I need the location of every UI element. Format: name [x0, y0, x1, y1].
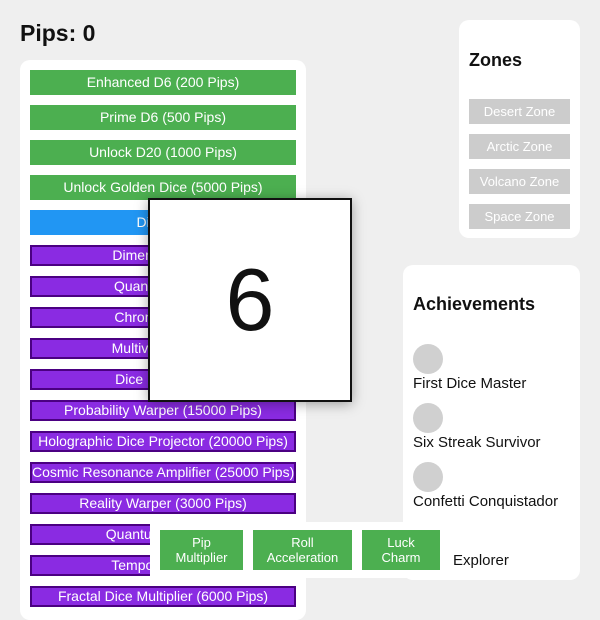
shop-item-holographic-projector[interactable]: Holographic Dice Projector (20000 Pips)	[30, 431, 296, 452]
zone-button-volcano[interactable]: Volcano Zone	[469, 169, 570, 194]
upgrade-luck-charm-button[interactable]: Luck Charm	[362, 530, 440, 570]
shop-item-cosmic-resonance[interactable]: Cosmic Resonance Amplifier (25000 Pips)	[30, 462, 296, 483]
shop-item-golden-dice[interactable]: Unlock Golden Dice (5000 Pips)	[30, 175, 296, 200]
upgrade-roll-acceleration-button[interactable]: Roll Acceleration	[253, 530, 352, 570]
shop-item-fractal-dice[interactable]: Fractal Dice Multiplier (6000 Pips)	[30, 586, 296, 607]
shop-item-reality-warper[interactable]: Reality Warper (3000 Pips)	[30, 493, 296, 514]
shop-item-unlock-d20[interactable]: Unlock D20 (1000 Pips)	[30, 140, 296, 165]
zones-panel: Zones Desert Zone Arctic Zone Volcano Zo…	[459, 20, 580, 238]
achievements-title: Achievements	[413, 294, 536, 314]
achievement-label: Explorer	[453, 552, 509, 569]
zone-button-desert[interactable]: Desert Zone	[469, 99, 570, 124]
dice-roll-button[interactable]: 6	[148, 198, 352, 402]
shop-item-probability-warper[interactable]: Probability Warper (15000 Pips)	[30, 400, 296, 421]
upgrade-pip-multiplier-button[interactable]: Pip Multiplier	[160, 530, 243, 570]
zone-button-space[interactable]: Space Zone	[469, 204, 570, 229]
achievement-label: First Dice Master	[413, 375, 527, 392]
zone-button-arctic[interactable]: Arctic Zone	[469, 134, 570, 159]
upgrades-bar: Pip Multiplier Roll Acceleration Luck Ch…	[150, 522, 450, 578]
achievement-badge-icon	[413, 403, 443, 433]
pips-counter: Pips: 0	[20, 20, 96, 46]
achievement-badge-icon	[413, 344, 443, 374]
achievement-badge-icon	[413, 462, 443, 492]
achievement-label: Six Streak Survivor	[413, 434, 541, 451]
zones-title: Zones	[469, 50, 523, 70]
shop-item-prime-d6[interactable]: Prime D6 (500 Pips)	[30, 105, 296, 130]
achievement-label: Confetti Conquistador	[413, 493, 559, 510]
dice-value: 6	[225, 250, 275, 349]
shop-item-enhanced-d6[interactable]: Enhanced D6 (200 Pips)	[30, 70, 296, 95]
